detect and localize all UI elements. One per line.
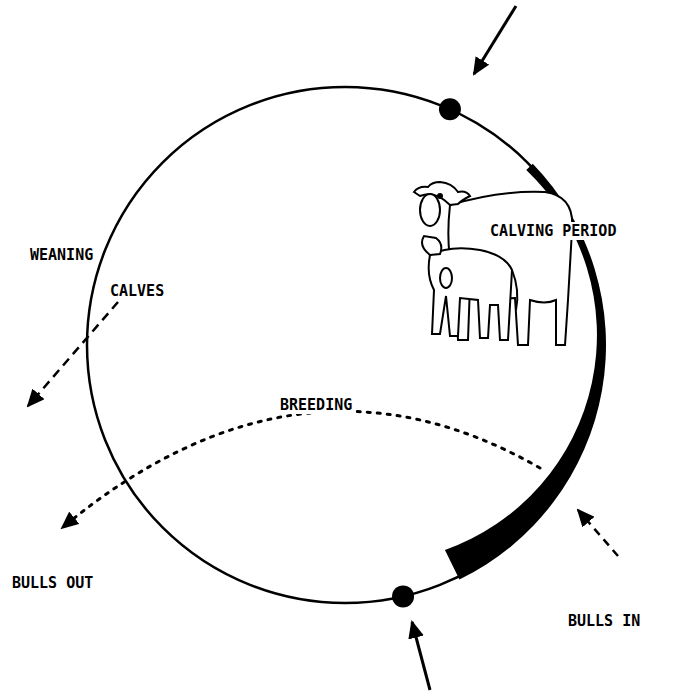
stage-label: CALVES [108, 282, 166, 300]
stage-label: WEANING [28, 246, 95, 264]
breeding-arc [62, 411, 540, 528]
pointer-arrow [474, 6, 516, 74]
bulls-in-arrow [578, 510, 618, 556]
cycle-dot [392, 585, 414, 607]
stage-label: BULLS IN [566, 612, 642, 630]
period-label: CALVING PERIOD [488, 222, 618, 240]
cow-calf-drawing [414, 182, 572, 345]
stage-label: BREEDING [278, 396, 354, 414]
stage-label: BULLS OUT [10, 574, 95, 592]
pointer-arrow [412, 622, 430, 690]
cycle-dot [439, 98, 461, 120]
weaning-arrow [28, 302, 118, 406]
